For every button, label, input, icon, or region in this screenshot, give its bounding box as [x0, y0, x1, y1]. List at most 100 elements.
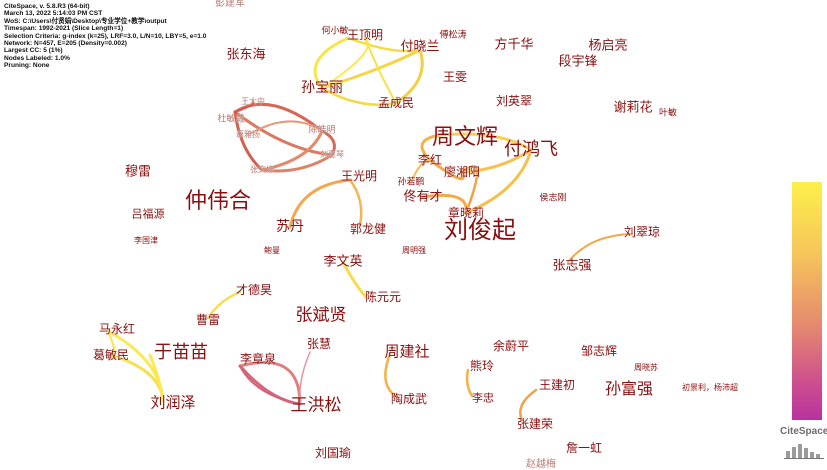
- link-26: [341, 260, 368, 299]
- node-baoman[interactable]: 鲍曼: [264, 246, 280, 255]
- node-zhanghui[interactable]: 张慧: [306, 337, 332, 351]
- node-yemin[interactable]: 叶敏: [658, 108, 678, 119]
- node-fuhongfei[interactable]: 付鸿飞: [504, 139, 558, 160]
- node-liaoxiangyang[interactable]: 廖湘阳: [443, 165, 481, 179]
- node-zhangdonghai[interactable]: 张东海: [226, 47, 266, 63]
- node-yuweiping[interactable]: 余蔚平: [492, 339, 530, 353]
- link-34: [239, 365, 301, 405]
- link-16: [428, 158, 465, 181]
- node-houzhigang[interactable]: 侯志刚: [539, 193, 567, 204]
- timeline-colorbar: [792, 182, 822, 420]
- node-lizhong[interactable]: 李忠: [472, 391, 494, 405]
- node-mulei[interactable]: 穆雷: [124, 164, 152, 180]
- node-liujunqi[interactable]: 刘俊起: [444, 216, 516, 244]
- link-24: [348, 178, 363, 227]
- node-xiongling[interactable]: 熊玲: [469, 359, 495, 373]
- node-zhoumingqiang[interactable]: 周明强: [402, 246, 426, 255]
- node-wanghongsong[interactable]: 王洪松: [290, 395, 342, 416]
- link-36: [465, 368, 474, 398]
- node-zhouwenhui[interactable]: 周文辉: [431, 125, 499, 150]
- node-zhangjianrong[interactable]: 张建荣: [516, 417, 554, 431]
- link-35: [384, 352, 399, 399]
- node-mengchengmin[interactable]: 孟成民: [377, 96, 415, 110]
- node-liguojin[interactable]: 李国津: [134, 236, 158, 245]
- node-liuhuiqin[interactable]: 刘惠琴: [320, 150, 344, 159]
- node-lufuyuan[interactable]: 吕福源: [131, 207, 165, 221]
- link-4: [394, 48, 424, 105]
- node-lizhangquan[interactable]: 李章泉: [239, 352, 277, 366]
- link-25: [567, 233, 633, 263]
- node-zhangwensheng[interactable]: 张文修: [250, 165, 274, 174]
- node-liurunze[interactable]: 刘润泽: [150, 393, 196, 412]
- header-line: Largest CC: 5 (1%): [4, 47, 63, 55]
- link-27: [206, 290, 242, 320]
- node-wangguangming[interactable]: 王光明: [340, 169, 378, 183]
- header-line: Selection Criteria: g-index (k=25), LRF=…: [4, 32, 207, 40]
- node-fu[interactable]: 付晓兰: [400, 39, 440, 55]
- node-zhangbinxian[interactable]: 张斌贤: [295, 305, 347, 326]
- node-liuguoyu[interactable]: 刘国瑜: [314, 446, 352, 460]
- node-xielihua[interactable]: 谢莉花: [613, 100, 653, 116]
- node-sunfuqiang[interactable]: 孙富强: [604, 379, 654, 398]
- link-6: [321, 37, 370, 89]
- node-cangyihong[interactable]: 詹一虹: [565, 441, 603, 455]
- node-bottom-cut[interactable]: 赵越梅: [526, 459, 556, 470]
- node-mayonghong[interactable]: 马永红: [98, 322, 136, 336]
- node-zouzhihui[interactable]: 邹志辉: [580, 344, 618, 358]
- info-header: CiteSpace, v. 5.8.R3 (64-bit)March 13, 2…: [4, 3, 206, 70]
- node-zhouxiaosu[interactable]: 周晓苏: [634, 363, 658, 372]
- node-zhanghuali[interactable]: 章晓莉: [447, 206, 485, 220]
- node-liuyingcui[interactable]: 刘英翠: [495, 94, 533, 108]
- node-tongyoucai[interactable]: 佟有才: [403, 189, 443, 205]
- node-yumiaomiao[interactable]: 于苗苗: [154, 342, 208, 363]
- node-wangjianchu[interactable]: 王建初: [538, 378, 576, 392]
- node-he[interactable]: 何小敏: [321, 26, 349, 37]
- citespace-logo: CiteSpace: [780, 426, 827, 462]
- node-caidewu[interactable]: 才德昊: [235, 283, 273, 297]
- header-line: WoS: C:\Users\付贤娟\Desktop\专业学位+教学\output: [4, 17, 167, 25]
- node-fang[interactable]: 方千华: [494, 37, 534, 53]
- link-15: [420, 133, 442, 162]
- node-sunruopeng[interactable]: 孙若鹏: [397, 177, 425, 188]
- node-chuli[interactable]: 初景利，杨沛超: [682, 383, 738, 392]
- link-10: [260, 129, 324, 172]
- node-caolei[interactable]: 曹雷: [195, 313, 221, 327]
- header-line: Nodes Labeled: 1.0%: [4, 54, 70, 62]
- node-wangding[interactable]: 王顶明: [346, 28, 384, 42]
- node-taochengwu[interactable]: 陶成武: [390, 392, 428, 406]
- node-chenyuanyuan[interactable]: 陈元元: [364, 290, 402, 304]
- node-sunbaoli[interactable]: 孙宝丽: [301, 80, 343, 96]
- node-gemingmin[interactable]: 葛敏民: [92, 348, 130, 362]
- logo-text: CiteSpace: [780, 426, 827, 437]
- link-22: [410, 159, 431, 184]
- node-top-cut[interactable]: 彭建军: [215, 0, 245, 9]
- header-line: Network: N=457, E=205 (Density=0.002): [4, 40, 127, 48]
- link-37: [519, 388, 538, 422]
- node-wangwen[interactable]: 王雯: [442, 70, 468, 84]
- link-3: [320, 86, 398, 106]
- node-liwenying[interactable]: 李文英: [323, 254, 363, 270]
- link-14: [234, 101, 255, 113]
- link-9: [233, 110, 264, 172]
- node-guolongjian[interactable]: 郭龙健: [349, 222, 387, 236]
- logo-bars-icon: [784, 444, 824, 459]
- node-chenhaoming[interactable]: 陈皓明: [308, 125, 336, 136]
- link-1: [346, 36, 422, 53]
- header-line: Pruning: None: [4, 62, 50, 70]
- node-duminwei[interactable]: 杜敏威: [217, 114, 245, 125]
- node-yang[interactable]: 杨启亮: [588, 38, 628, 54]
- node-xiaoguyang[interactable]: 萧雅扬: [236, 130, 260, 139]
- node-liucuiqiong[interactable]: 刘翠琼: [623, 225, 661, 239]
- node-duan[interactable]: 段宇锋: [558, 54, 598, 70]
- link-23: [288, 178, 352, 229]
- node-fuyunqing[interactable]: 傅松涛: [439, 30, 467, 41]
- node-zhoujianshe[interactable]: 周建社: [384, 342, 430, 361]
- node-lihong[interactable]: 李红: [417, 153, 443, 167]
- node-zhangzhiqiang[interactable]: 张志强: [552, 258, 592, 274]
- link-20: [464, 148, 533, 215]
- node-wangdazhong[interactable]: 王大中: [241, 97, 265, 106]
- node-sudan[interactable]: 苏丹: [276, 219, 304, 235]
- node-zhongweihe[interactable]: 仲伟合: [184, 189, 252, 214]
- link-2: [320, 48, 422, 90]
